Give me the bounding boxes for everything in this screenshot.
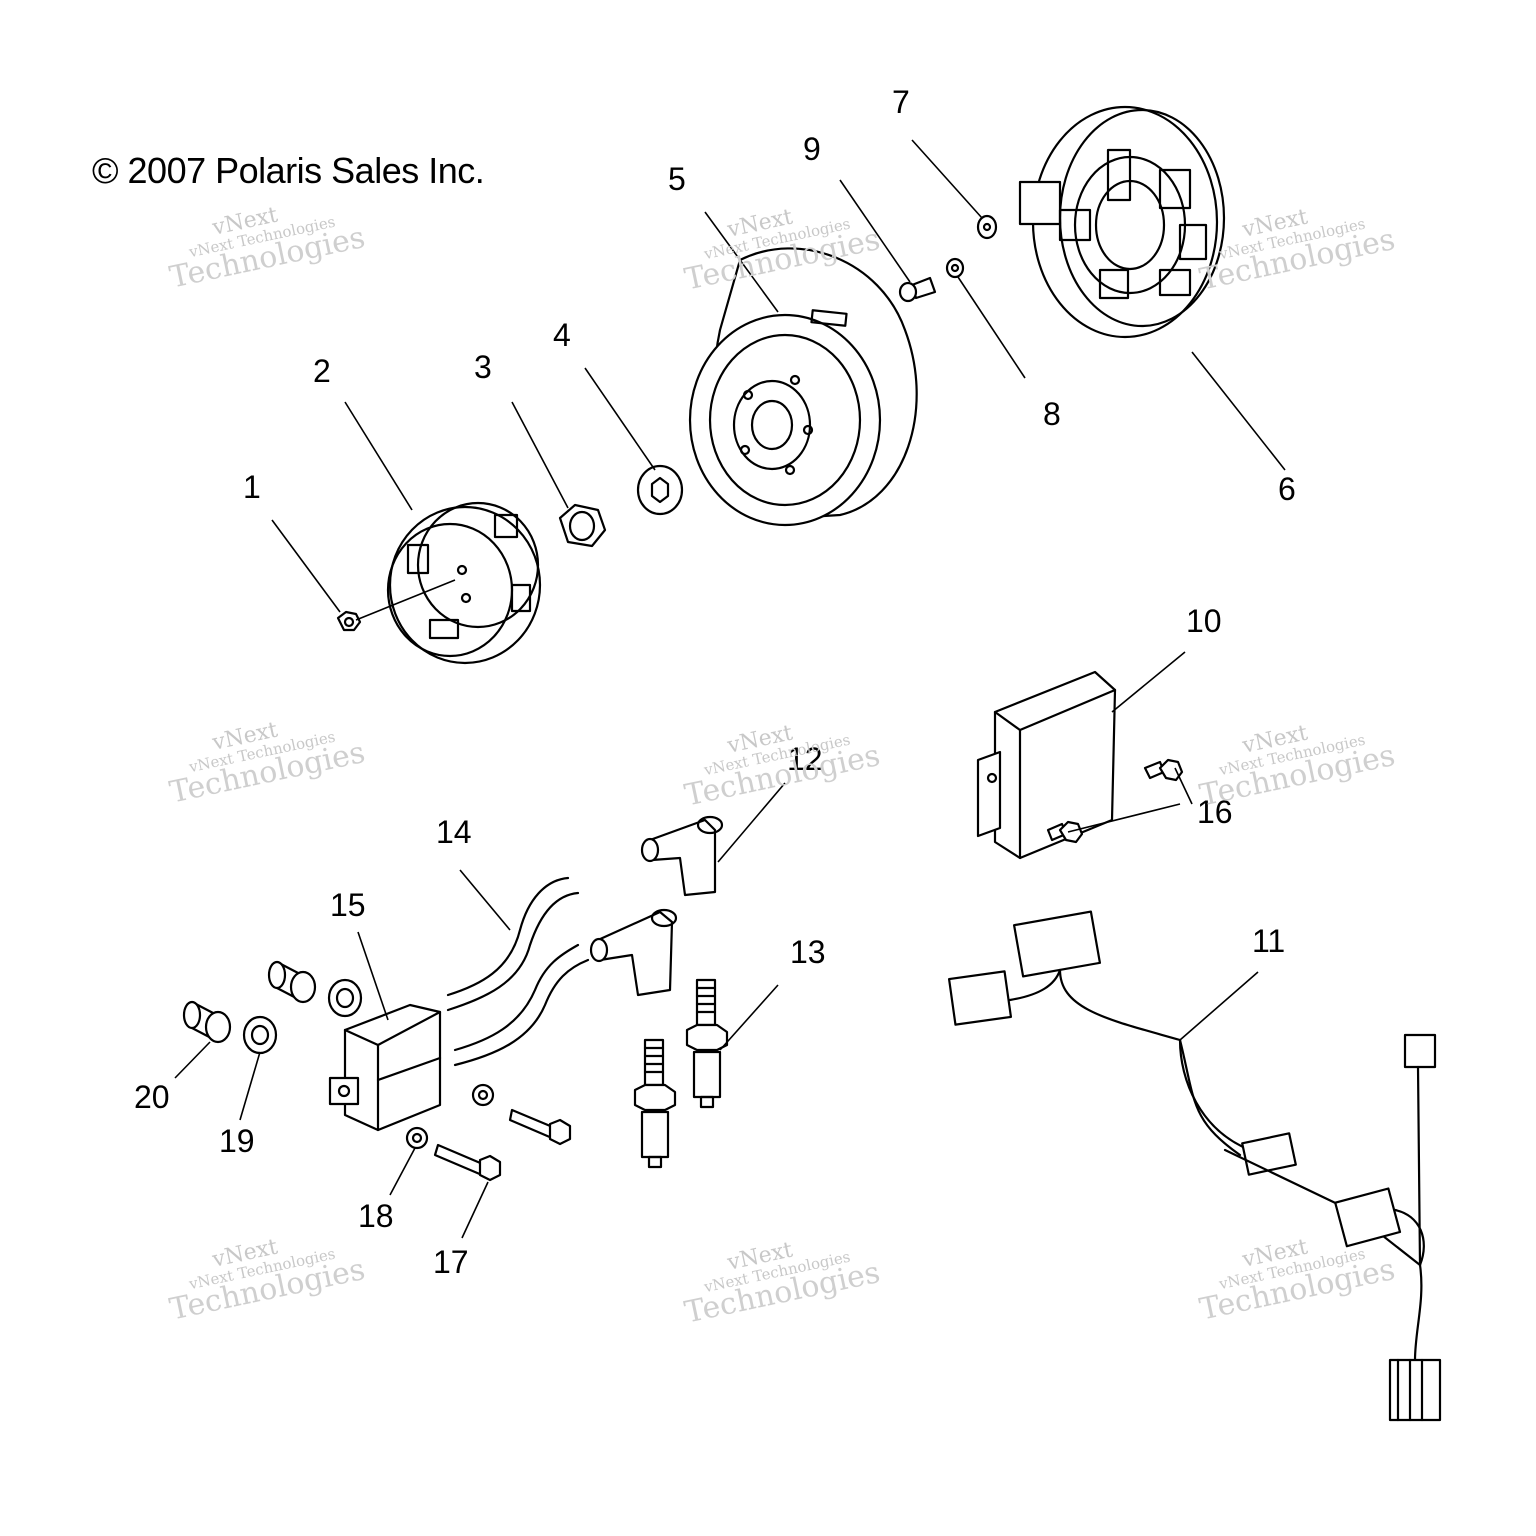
part-13-spark-plug-right[interactable] — [685, 978, 729, 1109]
part-20-bushing-lower[interactable] — [182, 1000, 232, 1044]
callout-12: 12 — [787, 741, 823, 777]
callout-20: 20 — [134, 1079, 170, 1115]
callout-18: 18 — [358, 1198, 394, 1234]
part-12-plug-cap[interactable] — [640, 815, 724, 897]
part-18-star-washer-upper[interactable] — [471, 1083, 495, 1107]
part-5-flywheel[interactable] — [688, 247, 918, 527]
part-4-washer[interactable] — [636, 464, 684, 516]
part-14-plug-wires[interactable] — [446, 876, 590, 1067]
callout-1: 1 — [243, 469, 261, 505]
callout-15: 15 — [330, 887, 366, 923]
part-9-screw[interactable] — [898, 276, 937, 303]
callout-9: 9 — [803, 131, 821, 167]
part-11-wire-harness[interactable] — [947, 910, 1442, 1422]
part-17-bolt-upper[interactable] — [508, 1108, 572, 1146]
part-19-grommet-lower[interactable] — [242, 1015, 278, 1055]
copyright-text: © 2007 Polaris Sales Inc. — [92, 150, 485, 191]
callout-6: 6 — [1278, 471, 1296, 507]
callout-11: 11 — [1252, 923, 1285, 959]
callout-17: 17 — [433, 1244, 469, 1280]
part-12b-plug-cap[interactable] — [589, 908, 678, 997]
part-2-ring[interactable] — [386, 501, 542, 665]
part-17-bolt-lower[interactable] — [433, 1143, 502, 1182]
part-18-star-washer-lower[interactable] — [405, 1126, 429, 1150]
callout-10: 10 — [1186, 603, 1222, 639]
leader-lines — [174, 139, 1286, 1239]
part-13-spark-plug-left[interactable] — [633, 1038, 677, 1169]
callout-19: 19 — [219, 1123, 255, 1159]
part-7-washer[interactable] — [976, 214, 998, 240]
part-15-ignition-coil[interactable] — [328, 1003, 442, 1132]
part-6-stator[interactable] — [1018, 105, 1226, 339]
part-20-bushing-upper[interactable] — [267, 960, 317, 1004]
callout-14: 14 — [436, 814, 472, 850]
callout-2: 2 — [313, 353, 331, 389]
callout-13: 13 — [790, 934, 826, 970]
part-8-lock-washer[interactable] — [945, 257, 965, 279]
callout-4: 4 — [553, 317, 571, 353]
part-3-nut[interactable] — [558, 503, 607, 548]
callout-16: 16 — [1197, 794, 1233, 830]
part-19-grommet-upper[interactable] — [327, 978, 363, 1018]
callout-numbers: 1 2 3 4 5 6 7 8 9 10 11 12 13 14 15 16 1… — [134, 84, 1296, 1280]
callout-5: 5 — [668, 161, 686, 197]
callout-7: 7 — [892, 84, 910, 120]
callout-8: 8 — [1043, 396, 1061, 432]
part-1-bolt[interactable] — [336, 610, 362, 632]
callout-3: 3 — [474, 349, 492, 385]
part-10-cdi-module[interactable] — [976, 670, 1117, 860]
